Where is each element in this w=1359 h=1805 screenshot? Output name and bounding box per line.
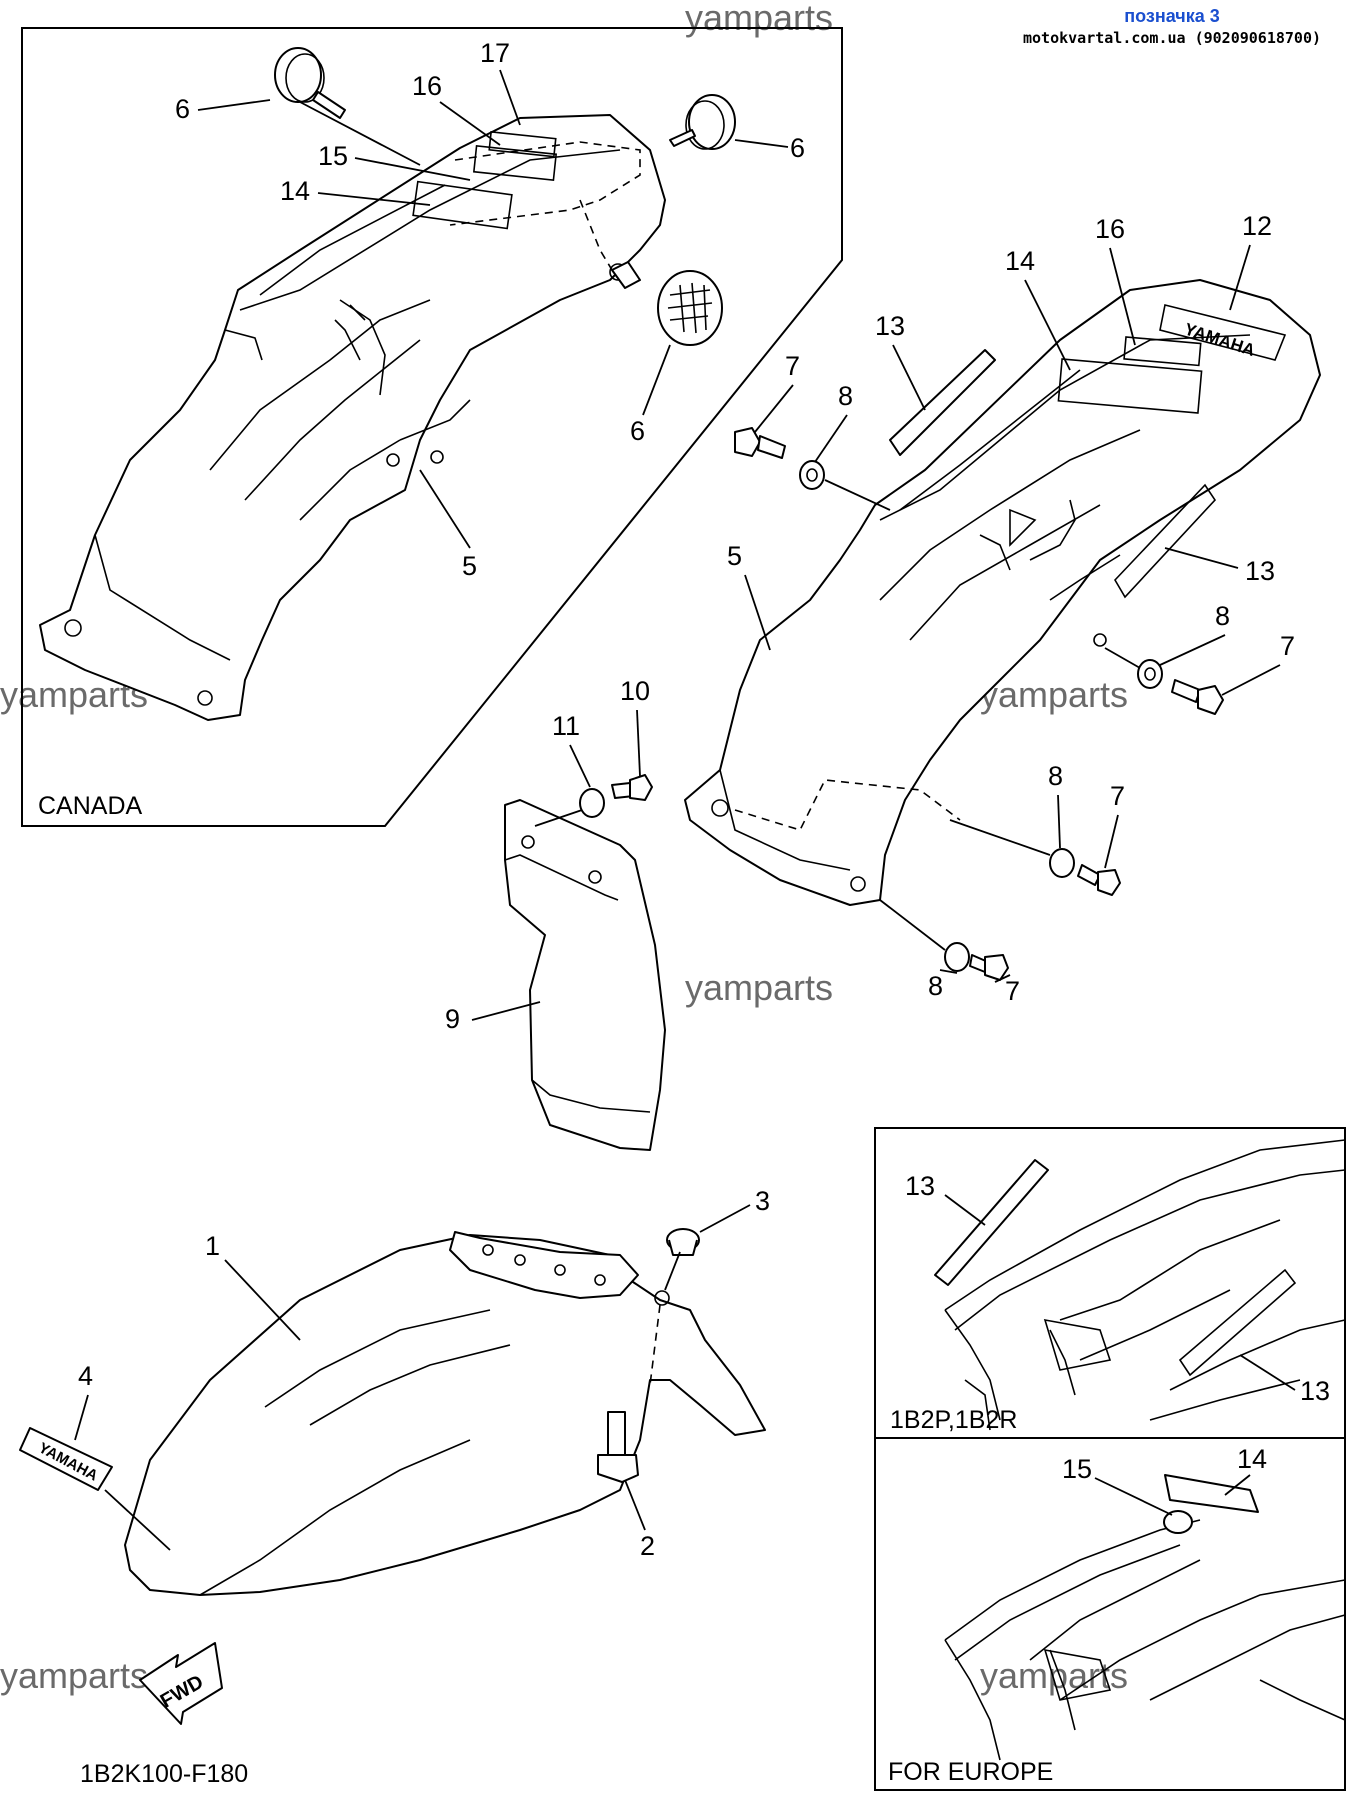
callout-number: 17 <box>480 38 510 68</box>
canada-label: CANADA <box>38 792 143 820</box>
grommet-mesh <box>611 261 723 346</box>
decal-15-europe <box>1163 1510 1193 1534</box>
bolt-10 <box>611 774 653 801</box>
watermark: yamparts <box>685 967 833 1008</box>
bolt-7-right <box>1171 679 1224 715</box>
callout-number: 10 <box>620 676 650 706</box>
callout-number: 13 <box>875 311 905 341</box>
callout-number: 6 <box>790 133 805 163</box>
callout-number: 5 <box>462 551 477 581</box>
mud-flap-callouts: 9 11 10 <box>445 676 650 1034</box>
callout-number: 7 <box>1280 631 1295 661</box>
emblem-4: YAMAHA <box>19 1427 113 1491</box>
callout-number: 5 <box>727 541 742 571</box>
bolt-2 <box>597 1411 639 1483</box>
watermark: yamparts <box>685 0 833 38</box>
washer-11 <box>579 788 605 818</box>
grommet-3 <box>666 1228 700 1256</box>
header-site: motokvartal.com.ua (902090618700) <box>1023 29 1321 47</box>
washer-8-lower-right <box>1049 848 1075 878</box>
callout-number: 7 <box>785 351 800 381</box>
watermark: yamparts <box>0 1655 148 1696</box>
callout-number: 16 <box>1095 214 1125 244</box>
callout-number: 14 <box>280 176 310 206</box>
variant-fender-sketch <box>944 1139 1346 1431</box>
front-fender-callouts: 1 3 4 2 <box>74 1186 770 1561</box>
washer-8-right <box>1137 659 1163 689</box>
rear-fender-main: YAMAHA <box>684 279 1321 906</box>
callout-number: 15 <box>1062 1454 1092 1484</box>
variant-label: 1B2P,1B2R <box>890 1406 1017 1434</box>
stripe-decal <box>889 349 996 456</box>
callout-number: 13 <box>1245 556 1275 586</box>
callout-number: 13 <box>1300 1376 1330 1406</box>
stripe-decal <box>934 1159 1049 1286</box>
callout-number: 11 <box>552 711 580 741</box>
callout-number: 15 <box>318 141 348 171</box>
washer-8-bottom <box>944 942 970 972</box>
canada-callouts: 6 6 6 17 16 15 14 5 <box>175 38 805 581</box>
grommet-left <box>274 47 346 119</box>
bolt-7-bottom <box>969 954 1009 981</box>
washer-8-upper <box>799 460 825 490</box>
canada-frame <box>21 27 843 827</box>
callout-number: 8 <box>1048 761 1063 791</box>
callout-number: 9 <box>445 1004 460 1034</box>
callout-number: 1 <box>205 1231 220 1261</box>
rear-fender-callouts: 12 16 14 13 13 7 8 5 8 7 8 7 8 7 <box>727 211 1295 1006</box>
fwd-arrow-icon: FWD <box>139 1642 223 1725</box>
callout-number: 8 <box>928 971 943 1001</box>
decal-14-europe <box>1164 1474 1259 1513</box>
bolt-7-lower-right <box>1077 864 1121 896</box>
diagram-code: 1B2K100-F180 <box>80 1760 248 1788</box>
callout-number: 2 <box>640 1531 655 1561</box>
callout-number: 8 <box>1215 601 1230 631</box>
grommet-right <box>669 94 736 150</box>
callout-number: 6 <box>630 416 645 446</box>
callout-number: 6 <box>175 94 190 124</box>
callout-number: 12 <box>1242 211 1272 241</box>
europe-fender-sketch <box>944 1519 1346 1761</box>
mud-flap <box>504 799 666 1151</box>
callout-number: 3 <box>755 1186 770 1216</box>
callout-number: 8 <box>838 381 853 411</box>
header-title: позначка 3 <box>1124 6 1220 26</box>
callout-number: 14 <box>1237 1444 1267 1474</box>
watermark: yamparts <box>980 674 1128 715</box>
callout-number: 14 <box>1005 246 1035 276</box>
bolt-7-upper <box>734 427 786 459</box>
europe-label: FOR EUROPE <box>888 1758 1053 1786</box>
callout-number: 13 <box>905 1171 935 1201</box>
rear-fender-canada <box>39 114 666 721</box>
callout-number: 16 <box>412 71 442 101</box>
callout-number: 4 <box>78 1361 93 1391</box>
callout-number: 7 <box>1005 976 1020 1006</box>
front-fender <box>124 1231 766 1596</box>
variant-frame <box>874 1127 1346 1791</box>
side-decal <box>1178 1268 1297 1377</box>
callout-number: 7 <box>1110 781 1125 811</box>
